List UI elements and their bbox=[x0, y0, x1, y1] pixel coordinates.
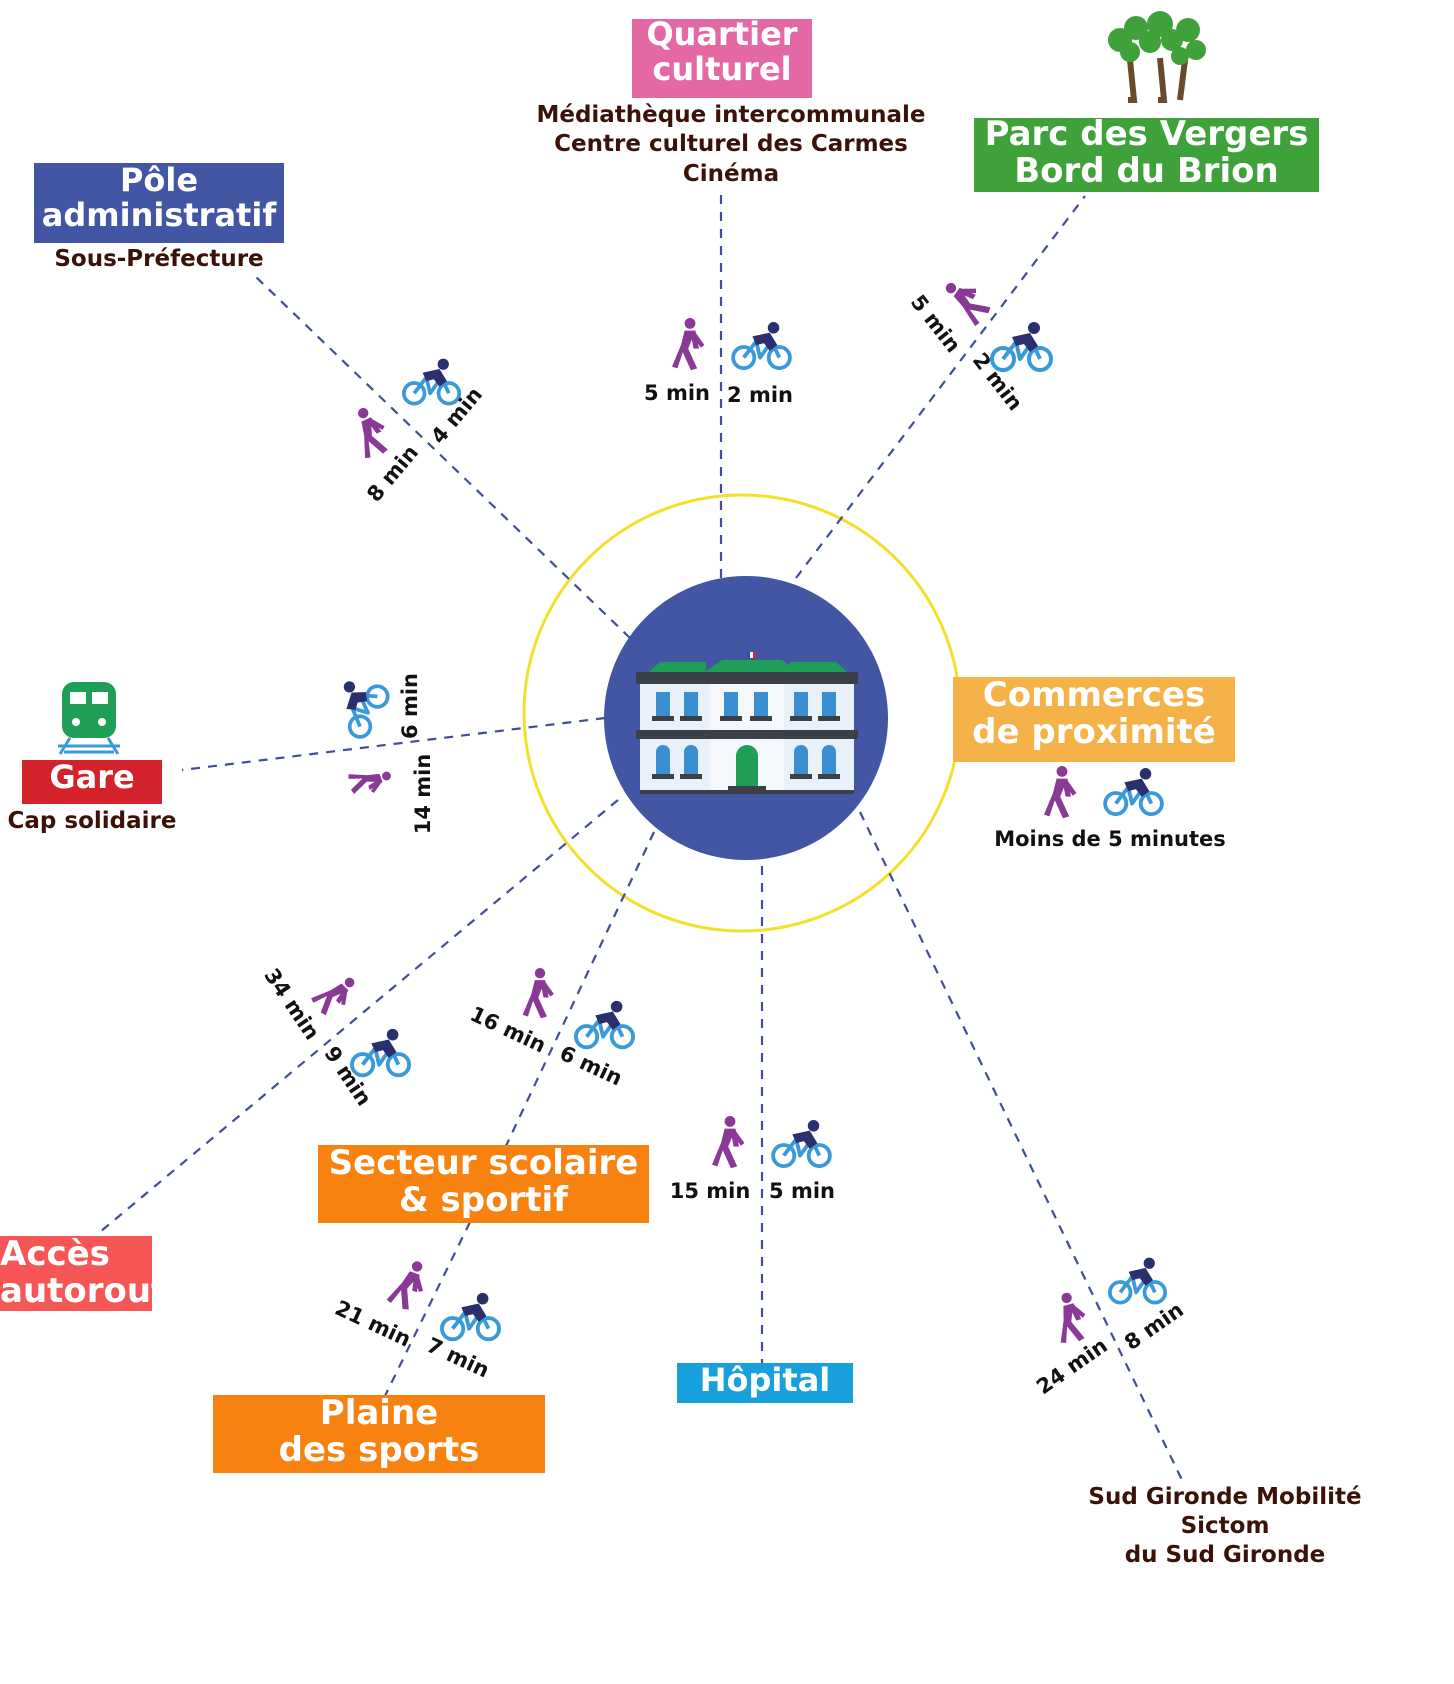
gare-label: Gare bbox=[22, 760, 162, 804]
parc-title-line1: Parc des Vergers bbox=[984, 118, 1309, 154]
scolaire-title-line1: Secteur scolaire bbox=[328, 1145, 639, 1183]
plaine-walk-time: 21 min bbox=[331, 1296, 414, 1352]
parc-label: Parc des Vergers Bord du Brion bbox=[974, 118, 1319, 192]
plaine-walk-icon bbox=[385, 1255, 432, 1314]
gare-title: Gare bbox=[49, 760, 135, 796]
culture-title-line2: culturel bbox=[652, 50, 792, 89]
admin-detail: Sous-Préfecture bbox=[34, 244, 284, 274]
admin-title-line2: administratif bbox=[41, 196, 277, 235]
plaine-label: Plaine des sports bbox=[213, 1395, 545, 1473]
commerces-title-line2: de proximité bbox=[972, 712, 1216, 753]
scolaire-label: Secteur scolaire & sportif bbox=[318, 1145, 649, 1223]
culture-detail-2: Centre culturel des Carmes bbox=[554, 131, 908, 158]
commerces-time-text: Moins de 5 minutes bbox=[994, 827, 1226, 851]
admin-detail-text: Sous-Préfecture bbox=[54, 246, 264, 272]
sictom-detail-3: du Sud Gironde bbox=[1124, 1541, 1326, 1568]
gare-walk-time: 14 min bbox=[411, 754, 435, 835]
culture-label: Quartier culturel bbox=[632, 19, 812, 98]
culture-details: Médiathèque intercommunale Centre cultur… bbox=[521, 101, 941, 189]
parc-title-line2: Bord du Brion bbox=[1014, 151, 1279, 192]
spoke-plaine bbox=[383, 1221, 471, 1399]
scolaire-walk-time: 16 min bbox=[466, 1002, 549, 1058]
autoroute-walk-time: 34 min bbox=[259, 964, 324, 1044]
hopital-walk-icon bbox=[712, 1116, 745, 1169]
hopital-walk-time: 15 min bbox=[670, 1179, 751, 1203]
culture-detail-3: Cinéma bbox=[682, 160, 780, 187]
commerces-walk-icon bbox=[1044, 766, 1077, 819]
gare-bike-icon bbox=[322, 668, 394, 743]
spoke-parc bbox=[795, 195, 1086, 579]
culture-walk-time: 5 min bbox=[644, 381, 710, 405]
gare-walk-icon bbox=[345, 760, 395, 801]
admin-label: Pôle administratif bbox=[34, 163, 284, 243]
admin-title-line1: Pôle bbox=[119, 163, 199, 199]
gare-bike-time: 6 min bbox=[398, 673, 422, 739]
scolaire-title-line2: & sportif bbox=[399, 1180, 568, 1221]
plaine-bike-time: 7 min bbox=[423, 1333, 493, 1383]
culture-detail-1: Médiathèque intercommunale bbox=[536, 102, 926, 128]
sictom-walk-time: 24 min bbox=[1032, 1333, 1112, 1399]
sictom-bike-time: 8 min bbox=[1120, 1298, 1188, 1355]
autoroute-bike-icon bbox=[350, 1028, 412, 1078]
spokes bbox=[99, 188, 1183, 1481]
parc-bike-icon bbox=[990, 322, 1053, 372]
admin-walk-icon bbox=[345, 402, 395, 462]
culture-walk-icon bbox=[672, 318, 705, 371]
gare-detail: Cap solidaire bbox=[0, 806, 184, 836]
gare-detail-text: Cap solidaire bbox=[7, 808, 177, 834]
plaine-title-line1: Plaine bbox=[319, 1395, 439, 1433]
town-hall-icon bbox=[636, 652, 858, 794]
parc-walk-time: 5 min bbox=[906, 290, 966, 357]
admin-bike-time: 4 min bbox=[426, 383, 487, 449]
autoroute-title-line2: autoroute bbox=[0, 1271, 152, 1311]
spoke-gare bbox=[181, 716, 606, 772]
plaine-bike-icon bbox=[440, 1292, 502, 1342]
sictom-details: Sud Gironde Mobilité Sictom du Sud Giron… bbox=[1085, 1483, 1365, 1569]
hopital-label: Hôpital bbox=[677, 1363, 853, 1403]
spoke-sictom bbox=[859, 811, 1183, 1481]
spoke-scolaire bbox=[504, 831, 655, 1149]
culture-title-line1: Quartier bbox=[646, 19, 798, 53]
spoke-autoroute bbox=[99, 799, 619, 1233]
commerces-bike-icon bbox=[1103, 768, 1164, 817]
hopital-bike-icon bbox=[771, 1120, 832, 1169]
commerces-label: Commerces de proximité bbox=[953, 677, 1235, 762]
culture-bike-icon bbox=[731, 322, 792, 371]
commerces-time: Moins de 5 minutes bbox=[990, 826, 1230, 854]
autoroute-title-line1: Accès bbox=[0, 1236, 110, 1274]
scolaire-bike-icon bbox=[574, 1000, 636, 1050]
autoroute-label: Accès autoroute bbox=[0, 1236, 152, 1311]
train-icon bbox=[58, 682, 120, 755]
scolaire-walk-icon bbox=[522, 968, 554, 1019]
sictom-walk-icon bbox=[1048, 1289, 1092, 1346]
trees-icon bbox=[1108, 11, 1206, 103]
sictom-detail-2: Sictom bbox=[1180, 1512, 1270, 1539]
hopital-bike-time: 5 min bbox=[769, 1179, 835, 1203]
admin-bike-icon bbox=[404, 359, 459, 404]
admin-walk-time: 8 min bbox=[362, 441, 423, 507]
commerces-title-line1: Commerces bbox=[982, 677, 1206, 715]
spoke-admin bbox=[254, 275, 631, 639]
plaine-title-line2: des sports bbox=[278, 1430, 480, 1471]
culture-bike-time: 2 min bbox=[727, 383, 793, 407]
sictom-bike-icon bbox=[1110, 1258, 1165, 1303]
sictom-detail-1: Sud Gironde Mobilité bbox=[1088, 1484, 1362, 1510]
hopital-title: Hôpital bbox=[699, 1363, 831, 1399]
autoroute-walk-icon bbox=[308, 967, 363, 1021]
